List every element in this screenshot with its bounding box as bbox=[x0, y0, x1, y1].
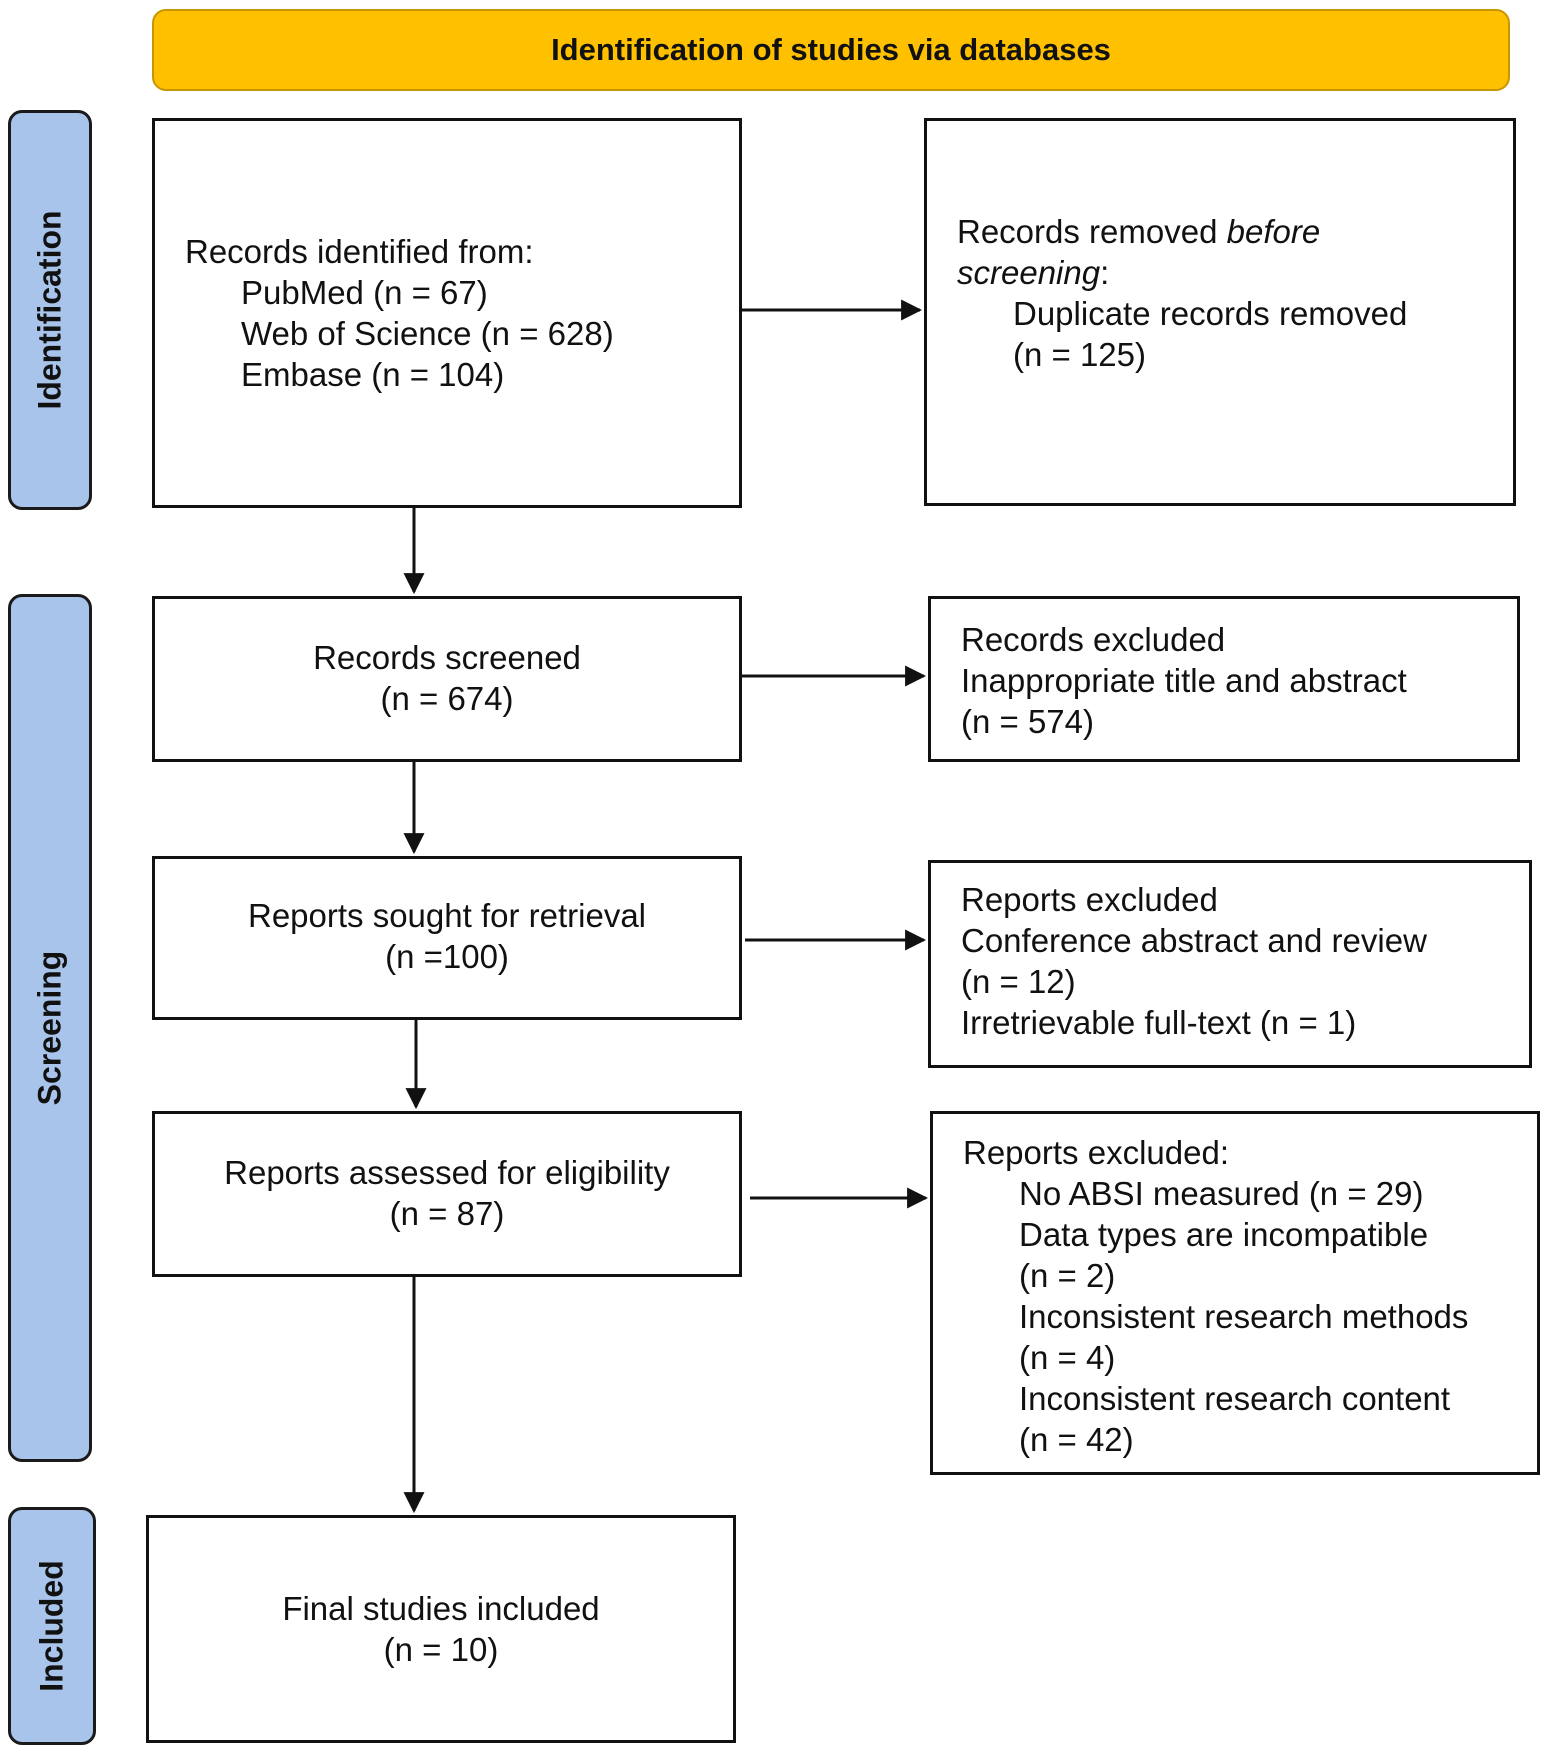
final-included-label: Final studies included bbox=[282, 1590, 600, 1627]
reports-excluded-item: (n = 2) bbox=[1019, 1257, 1116, 1294]
phase-screening: Screening bbox=[8, 594, 92, 1462]
reports-not-retrieved-box: Reports excluded Conference abstract and… bbox=[928, 860, 1532, 1068]
header-banner: Identification of studies via databases bbox=[152, 9, 1510, 91]
records-removed-heading-cont: screening: bbox=[957, 254, 1110, 291]
reports-sought-label: Reports sought for retrieval bbox=[247, 897, 646, 934]
reports-not-retrieved-heading: Reports excluded bbox=[961, 881, 1218, 918]
duplicate-records-count: (n = 125) bbox=[1013, 336, 1146, 373]
final-included-box: Final studies included (n = 10) bbox=[146, 1515, 736, 1743]
reports-excluded-item: Inconsistent research content bbox=[1019, 1380, 1451, 1417]
records-identified-heading: Records identified from: bbox=[185, 233, 534, 270]
reports-sought-count: (n =100) bbox=[385, 938, 509, 975]
reports-excluded-item: No ABSI measured (n = 29) bbox=[1019, 1175, 1424, 1212]
records-screened-box: Records screened (n = 674) bbox=[152, 596, 742, 762]
reports-not-retrieved-reason-2: Irretrievable full-text (n = 1) bbox=[961, 1004, 1357, 1041]
phase-identification: Identification bbox=[8, 110, 92, 510]
reports-excluded-item: Inconsistent research methods bbox=[1019, 1298, 1469, 1335]
records-excluded-reason: Inappropriate title and abstract bbox=[961, 662, 1407, 699]
phase-included: Included bbox=[8, 1507, 96, 1745]
reports-excluded-item: (n = 42) bbox=[1019, 1421, 1134, 1458]
duplicate-records-label: Duplicate records removed bbox=[1013, 295, 1408, 332]
final-included-count: (n = 10) bbox=[383, 1631, 499, 1668]
reports-excluded-heading: Reports excluded: bbox=[963, 1134, 1229, 1171]
reports-excluded-item: Data types are incompatible bbox=[1019, 1216, 1429, 1253]
records-removed-box: Records removed before screening: Duplic… bbox=[924, 118, 1516, 506]
source-web-of-science: Web of Science (n = 628) bbox=[241, 315, 614, 352]
reports-assessed-box: Reports assessed for eligibility (n = 87… bbox=[152, 1111, 742, 1277]
records-removed-heading: Records removed before bbox=[957, 213, 1321, 250]
records-excluded-heading: Records excluded bbox=[961, 621, 1226, 658]
reports-excluded-item: (n = 4) bbox=[1019, 1339, 1116, 1376]
reports-assessed-label: Reports assessed for eligibility bbox=[224, 1154, 670, 1191]
records-excluded-box: Records excluded Inappropriate title and… bbox=[928, 596, 1520, 762]
source-embase: Embase (n = 104) bbox=[241, 356, 505, 393]
records-screened-count: (n = 674) bbox=[380, 680, 514, 717]
header-title: Identification of studies via databases bbox=[551, 32, 1111, 67]
records-screened-label: Records screened bbox=[313, 639, 581, 676]
reports-not-retrieved-count: (n = 12) bbox=[961, 963, 1076, 1000]
records-identified-box: Records identified from: PubMed (n = 67)… bbox=[152, 118, 742, 508]
source-pubmed: PubMed (n = 67) bbox=[241, 274, 488, 311]
reports-assessed-count: (n = 87) bbox=[389, 1195, 505, 1232]
reports-not-retrieved-reason: Conference abstract and review bbox=[961, 922, 1427, 959]
reports-sought-box: Reports sought for retrieval (n =100) bbox=[152, 856, 742, 1020]
reports-excluded-box: Reports excluded: No ABSI measured (n = … bbox=[930, 1111, 1540, 1475]
records-excluded-count: (n = 574) bbox=[961, 703, 1094, 740]
